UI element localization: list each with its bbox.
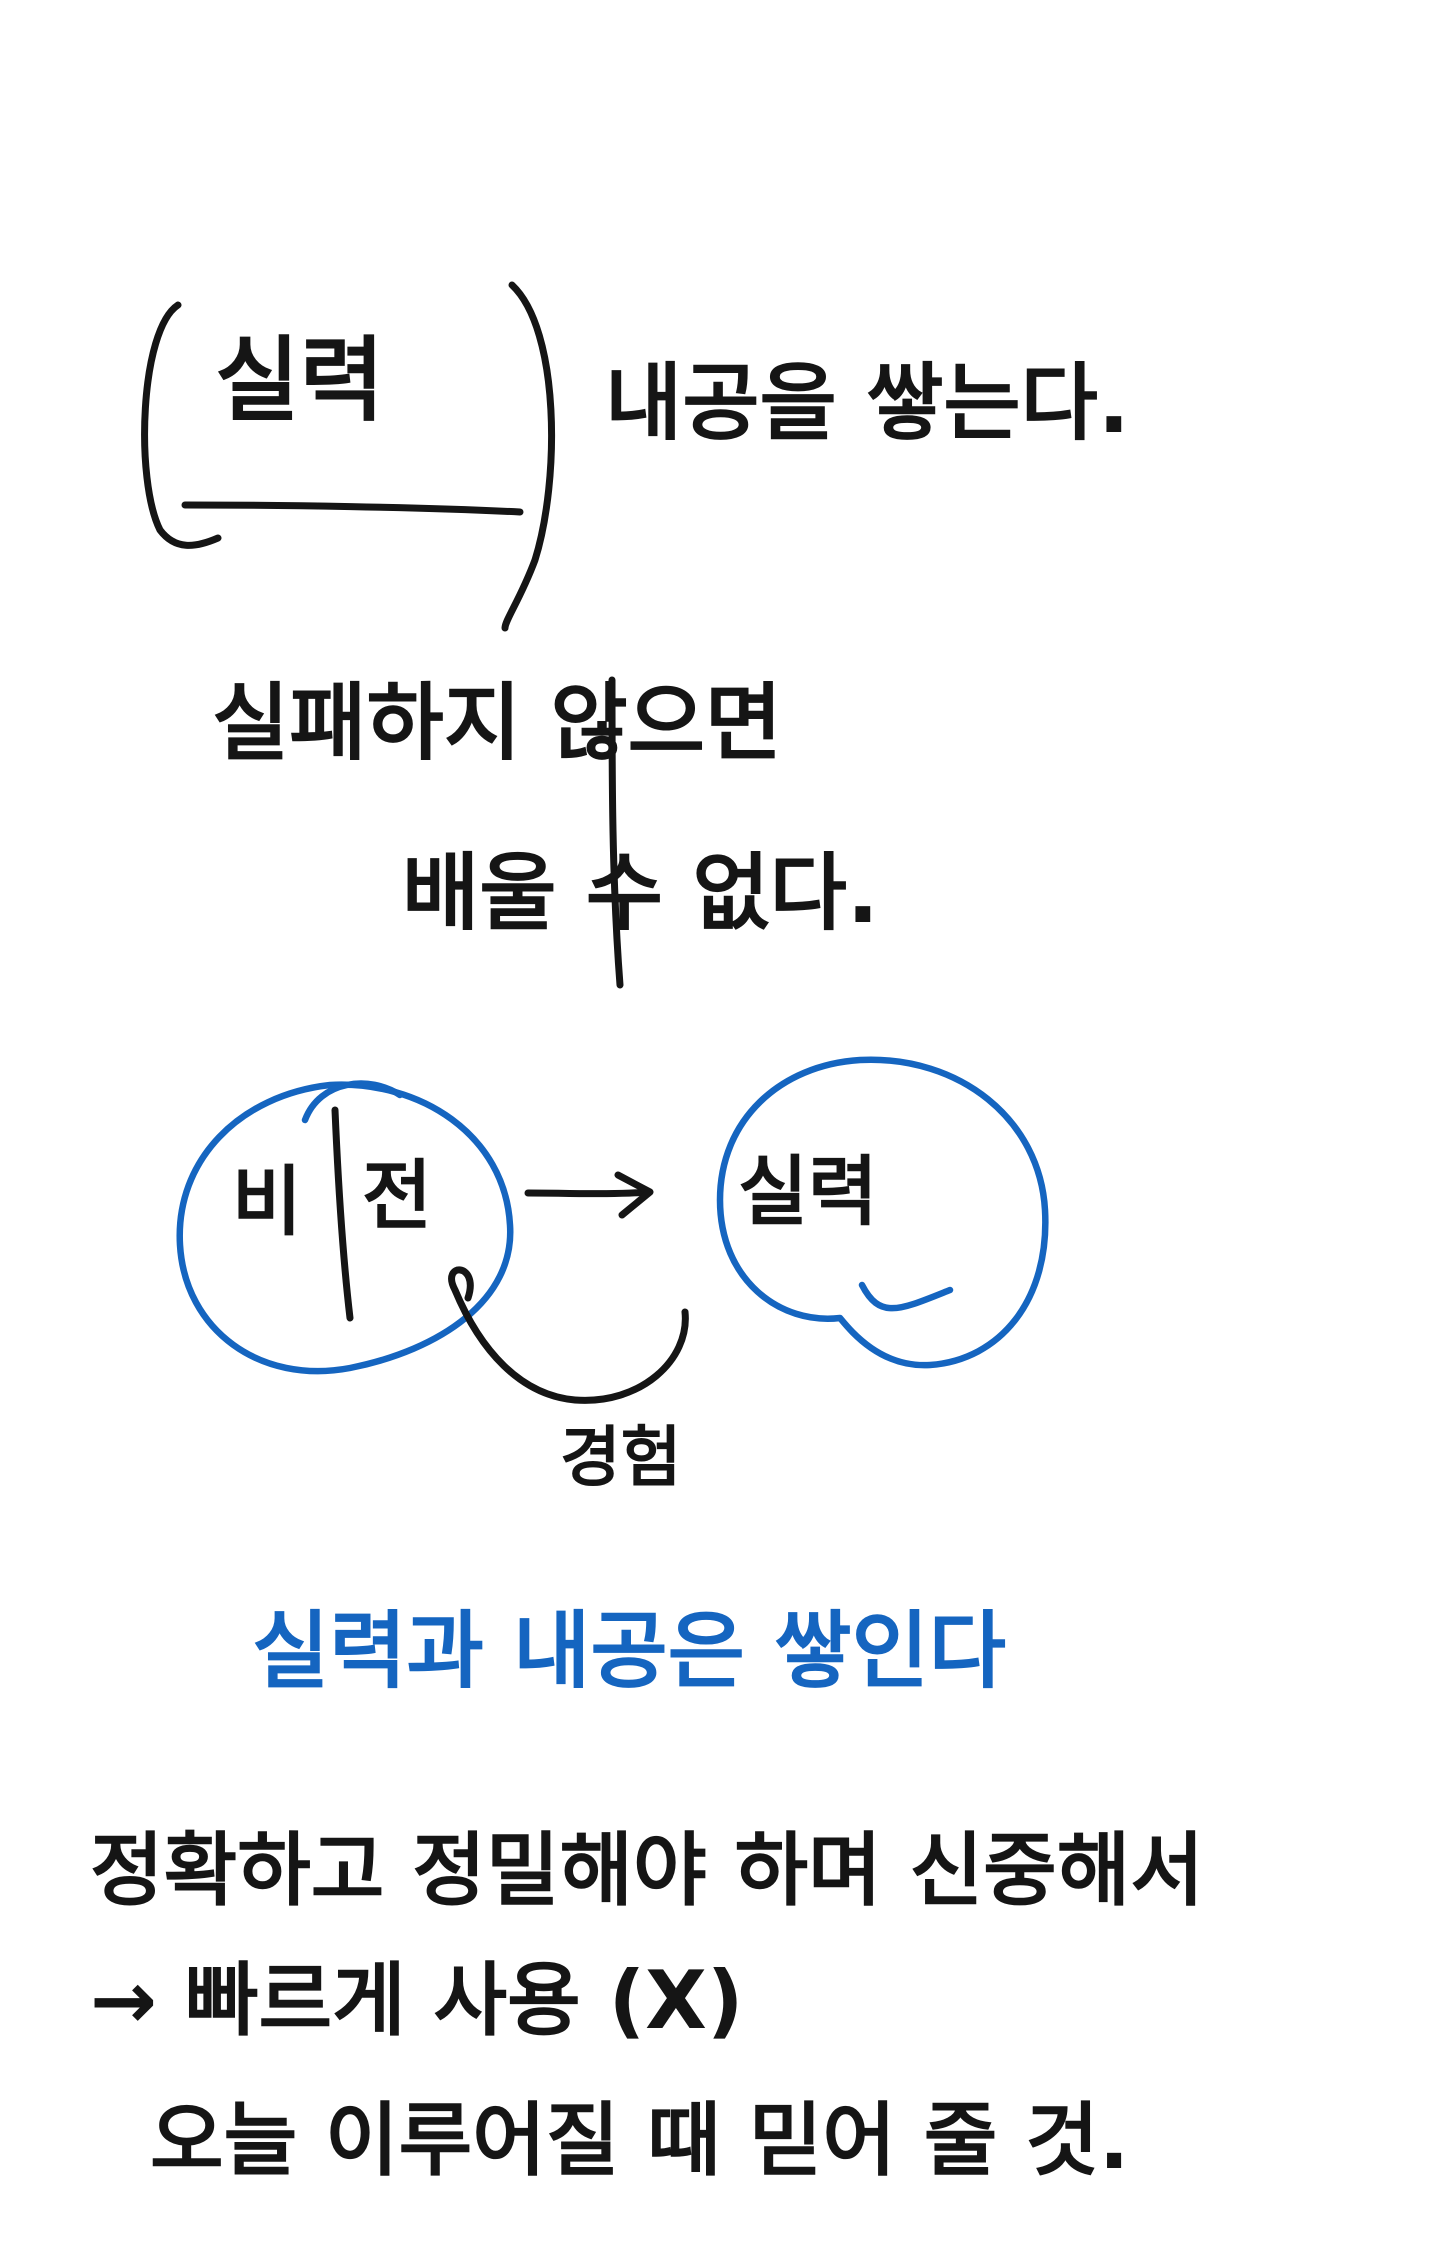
right-circle-text: 실력	[738, 1147, 878, 1236]
diagram: 비 전 실력 경험	[176, 1056, 1049, 1496]
middle-vertical-stroke	[608, 676, 624, 989]
heading-block: 실력 내공을 쌓는다.	[141, 281, 1130, 632]
left-circle	[176, 1081, 514, 1375]
right-circle	[716, 1056, 1049, 1369]
experience-loop	[448, 1266, 689, 1404]
bottom-text-block: 정확하고 정밀해야 하며 신중해서 → 빠르게 사용 (X) 오늘 이루어질 때…	[90, 1824, 1204, 2187]
heading-suffix: 내공을 쌓는다.	[605, 354, 1130, 452]
left-bracket	[141, 301, 222, 549]
left-circle-text-b: 전	[362, 1151, 432, 1240]
middle-text-block: 실패하지 않으면 배울 수 없다.	[212, 674, 879, 989]
left-circle-text-a: 비	[232, 1157, 302, 1246]
heading-underline	[181, 501, 524, 516]
bottom-line-2: → 빠르게 사용 (X)	[90, 1954, 743, 2047]
left-circle-divider	[331, 1106, 354, 1322]
right-bracket	[501, 281, 555, 632]
blue-conclusion: 실력과 내공은 쌓인다	[252, 1602, 1006, 1700]
bottom-line-3: 오늘 이루어질 때 믿어 줄 것.	[150, 2094, 1129, 2187]
line-fail: 실패하지 않으면	[212, 674, 782, 772]
right-circle-tail	[858, 1281, 954, 1312]
bottom-line-1: 정확하고 정밀해야 하며 신중해서	[90, 1824, 1204, 1917]
arrow-head	[614, 1171, 654, 1219]
arrow-shaft	[524, 1188, 652, 1198]
line-learn: 배울 수 없다.	[402, 844, 879, 942]
left-circle-top-arc	[301, 1080, 404, 1124]
heading-word: 실력	[215, 327, 384, 434]
loop-label: 경험	[560, 1419, 681, 1496]
